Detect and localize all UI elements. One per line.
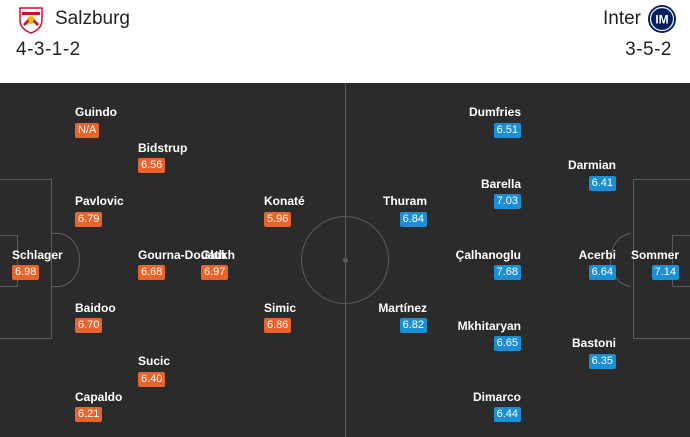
right-penalty-box xyxy=(633,179,690,339)
away-player-rating: 6.41 xyxy=(588,176,616,191)
away-player-name[interactable]: Dumfries xyxy=(468,105,521,119)
away-player-name[interactable]: Barella xyxy=(480,177,521,191)
center-spot xyxy=(343,258,348,263)
away-player-rating: 6.35 xyxy=(588,354,616,369)
home-player-rating: N/A xyxy=(75,123,100,138)
home-player-name[interactable]: Capaldo xyxy=(75,390,123,404)
away-player-rating: 6.82 xyxy=(399,318,427,333)
pitch: Guindo N/A Bidstrup 6.56 Pavlovic 6.79 K… xyxy=(0,83,690,437)
home-player-name[interactable]: Gourna-Douath xyxy=(138,248,226,262)
svg-text:IM: IM xyxy=(655,13,668,27)
home-player-rating: 5.96 xyxy=(264,212,292,227)
home-player-rating: 6.40 xyxy=(138,372,166,387)
away-player-name[interactable]: Bastoni xyxy=(571,336,616,350)
home-player-rating: 6.98 xyxy=(12,265,40,280)
home-player-name[interactable]: Glukh xyxy=(201,248,236,262)
left-goal-box xyxy=(0,235,18,287)
center-circle xyxy=(301,216,389,304)
away-player-rating: 6.65 xyxy=(493,336,521,351)
home-player-name[interactable]: Pavlovic xyxy=(75,194,124,208)
away-player-rating: 6.51 xyxy=(493,123,521,138)
home-player-name[interactable]: Bidstrup xyxy=(138,141,188,155)
away-player-rating: 7.68 xyxy=(493,265,521,280)
home-player-rating: 6.70 xyxy=(75,318,103,333)
away-player-name[interactable]: Acerbi xyxy=(578,248,616,262)
away-player-name[interactable]: Darmian xyxy=(567,158,616,172)
home-player-rating: 6.97 xyxy=(201,265,229,280)
home-player-name[interactable]: Simic xyxy=(264,301,297,315)
away-player-name[interactable]: Çalhanoglu xyxy=(455,248,521,262)
away-player-name[interactable]: Mkhitaryan xyxy=(457,319,521,333)
away-player-rating: 7.03 xyxy=(493,194,521,209)
home-player-name[interactable]: Baidoo xyxy=(75,301,116,315)
away-player-name[interactable]: Sommer xyxy=(630,248,679,262)
away-team-name[interactable]: Inter xyxy=(602,8,641,29)
home-player-rating: 6.21 xyxy=(75,407,103,422)
away-player-name[interactable]: Thuram xyxy=(382,194,427,208)
away-player-rating: 6.84 xyxy=(399,212,427,227)
left-penalty-box xyxy=(0,179,52,339)
home-player-name[interactable]: Konaté xyxy=(264,194,305,208)
home-player-name[interactable]: Guindo xyxy=(75,105,117,119)
home-player-rating: 6.86 xyxy=(264,318,292,333)
home-player-rating: 6.56 xyxy=(138,158,166,173)
home-team-name[interactable]: Salzburg xyxy=(55,8,130,29)
away-formation: 3-5-2 xyxy=(625,39,672,60)
away-player-name[interactable]: Dimarco xyxy=(472,390,521,404)
match-header: Salzburg 4-3-1-2 Inter IM 3-5-2 xyxy=(0,0,690,83)
home-player-name[interactable]: Sucic xyxy=(138,354,171,368)
salzburg-logo-icon[interactable] xyxy=(16,4,46,34)
away-player-name[interactable]: Martínez xyxy=(378,301,427,315)
away-player-rating: 6.44 xyxy=(493,407,521,422)
home-player-name[interactable]: Schlager xyxy=(12,248,63,262)
away-player-rating: 6.64 xyxy=(588,265,616,280)
home-player-rating: 6.79 xyxy=(75,212,103,227)
away-player-rating: 7.14 xyxy=(651,265,679,280)
home-formation: 4-3-1-2 xyxy=(16,39,81,60)
home-player-rating: 6.68 xyxy=(138,265,166,280)
inter-logo-icon[interactable]: IM xyxy=(647,4,677,34)
right-goal-box xyxy=(672,235,690,287)
